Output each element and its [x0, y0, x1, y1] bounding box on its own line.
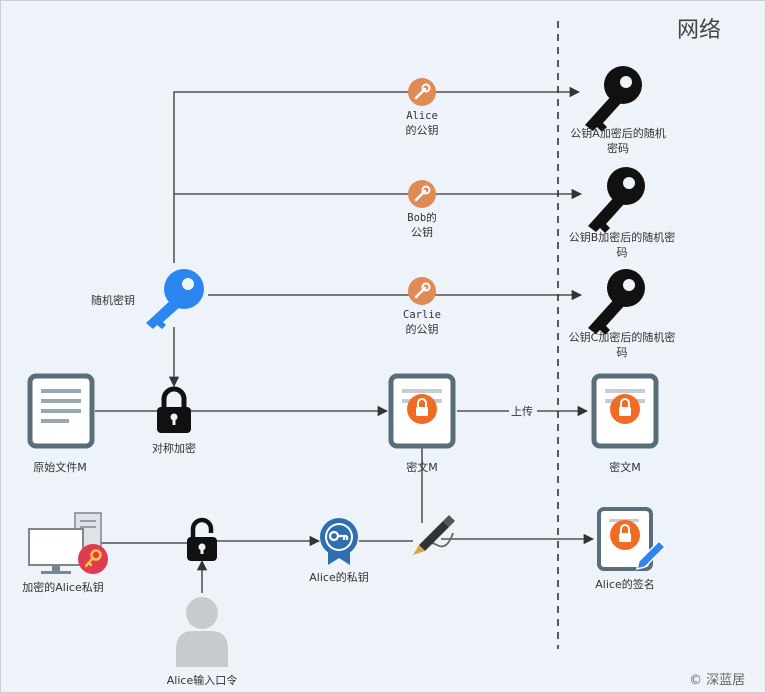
encrypted-key-a-line1: 公钥A加密后的随机 [570, 126, 666, 140]
signing-pen-icon [413, 515, 455, 555]
network-label: 网络 [677, 18, 721, 43]
alice-signature-doc-icon [597, 507, 667, 571]
pubkey-b-name-line1: Bob的 [407, 211, 436, 224]
pubkey-b-badge-icon [408, 180, 436, 208]
encrypted-key-b-line2: 码 [617, 246, 628, 259]
alice-user-icon [176, 597, 228, 667]
cipher-doc-mid-icon [391, 376, 453, 446]
alice-private-key-icon [320, 518, 358, 565]
random-key-icon [146, 269, 204, 329]
watermark: © 深蓝居 [689, 673, 745, 688]
encrypted-key-c-icon [588, 269, 645, 335]
pubkey-c-badge-icon [408, 277, 436, 305]
symmetric-lock-icon [157, 386, 191, 433]
alice-private-key-label: Alice的私钥 [309, 570, 368, 584]
unlocked-padlock-icon [187, 517, 217, 561]
encrypted-key-c-line2: 码 [617, 346, 628, 359]
pubkey-a-name-line2: 的公钥 [406, 123, 439, 137]
pubkey-c-name-line2: 的公钥 [406, 322, 439, 336]
upload-label: 上传 [511, 405, 533, 418]
encrypted-key-c-line1: 公钥C加密后的随机密 [569, 330, 676, 344]
cipher-doc-right-icon [594, 376, 656, 446]
symmetric-encryption-label: 对称加密 [152, 441, 196, 455]
original-file-label: 原始文件M [33, 460, 87, 474]
alice-passphrase-label: Alice输入口令 [167, 673, 237, 687]
pubkey-c-name-line1: Carlie [403, 309, 441, 321]
pubkey-a-badge-icon [408, 78, 436, 106]
cipher-right-label: 密文M [609, 460, 641, 474]
encrypted-key-b-line1: 公钥B加密后的随机密 [569, 230, 676, 244]
original-file-icon [30, 376, 92, 446]
encrypted-private-key-label: 加密的Alice私钥 [22, 580, 103, 594]
encrypted-key-b-icon [588, 167, 645, 233]
pubkey-a-name-line1: Alice [406, 110, 438, 122]
pubkey-b-name-line2: 公钥 [411, 225, 433, 239]
encrypted-private-key-badge-icon [78, 544, 108, 574]
arrow-to-pubkey-a [173, 86, 581, 263]
random-key-label: 随机密钥 [91, 293, 135, 307]
encrypted-key-a-line2: 密码 [607, 141, 629, 155]
cipher-mid-label: 密文M [406, 460, 438, 474]
alice-signature-label: Alice的签名 [595, 577, 654, 591]
encrypted-key-a-icon [585, 66, 642, 132]
